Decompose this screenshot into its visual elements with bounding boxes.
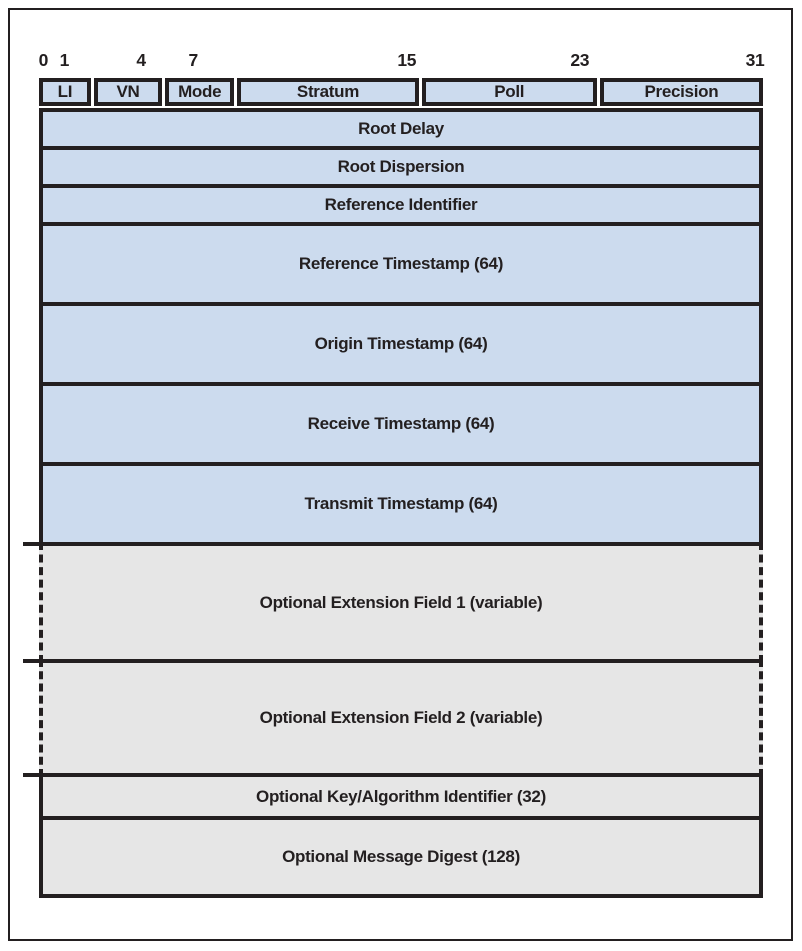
bit-label-23: 23 — [570, 50, 590, 70]
bit-label-7: 7 — [188, 50, 198, 70]
bit-label-1: 1 — [59, 50, 70, 70]
field-precision: Precision — [599, 78, 763, 106]
bit-label-15: 15 — [397, 50, 417, 70]
field-vn: VN — [93, 78, 163, 106]
field-reference-identifier: Reference Identifier — [39, 184, 763, 226]
bit-scale: 0 1 4 7 15 23 31 — [38, 50, 765, 72]
field-reference-timestamp: Reference Timestamp (64) — [39, 222, 763, 306]
field-key-algorithm-identifier: Optional Key/Algorithm Identifier (32) — [39, 773, 763, 820]
field-message-digest: Optional Message Digest (128) — [39, 816, 763, 898]
field-li: LI — [39, 78, 91, 106]
field-poll: Poll — [421, 78, 597, 106]
field-root-dispersion: Root Dispersion — [39, 146, 763, 188]
bit-label-4: 4 — [136, 50, 146, 70]
bit-label-0: 0 — [38, 50, 49, 70]
field-mode: Mode — [165, 78, 235, 106]
figure-frame: 0 1 4 7 15 23 31 LI VN Mode Stratum Poll… — [8, 8, 793, 941]
field-origin-timestamp: Origin Timestamp (64) — [39, 302, 763, 386]
field-extension-1: Optional Extension Field 1 (variable) — [23, 542, 763, 663]
packet-diagram: LI VN Mode Stratum Poll Precision Root D… — [23, 72, 763, 898]
header-row: LI VN Mode Stratum Poll Precision — [39, 72, 763, 112]
field-transmit-timestamp: Transmit Timestamp (64) — [39, 462, 763, 546]
field-root-delay: Root Delay — [39, 108, 763, 150]
field-extension-2: Optional Extension Field 2 (variable) — [23, 659, 763, 777]
field-stratum: Stratum — [237, 78, 419, 106]
field-receive-timestamp: Receive Timestamp (64) — [39, 382, 763, 466]
bit-label-31: 31 — [745, 50, 765, 70]
